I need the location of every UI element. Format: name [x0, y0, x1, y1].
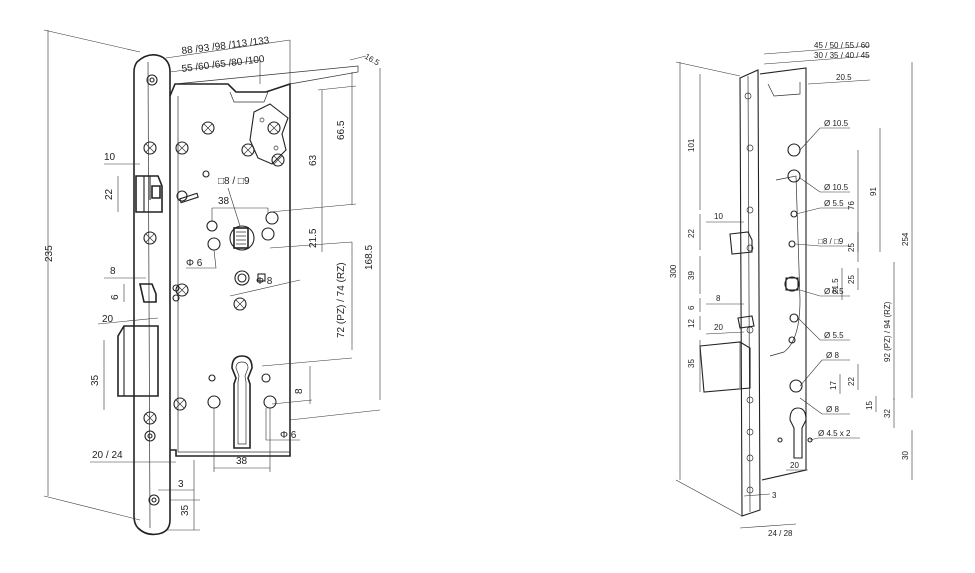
- dim-r-hole-a: Ø 10.5: [824, 119, 849, 128]
- dim-r-top-a: 45 / 50 / 55 / 60: [814, 41, 870, 50]
- left-trigger: [139, 283, 180, 303]
- dim-168-5: 168.5: [364, 245, 375, 270]
- dim-follower-square: □8 / □9: [218, 176, 250, 187]
- dim-r-17: 17: [829, 381, 838, 390]
- right-trigger: [737, 315, 755, 329]
- dim-r-101: 101: [687, 138, 696, 152]
- dim-r-20: 20: [714, 323, 723, 332]
- dim-r-91: 91: [869, 187, 878, 196]
- dim-38-top: 38: [218, 196, 230, 207]
- dim-r-hole-h: Ø 4.5 x 2: [818, 429, 851, 438]
- dim-r-8: 8: [716, 294, 721, 303]
- right-dimensions: 45 / 50 / 55 / 60 30 / 35 / 40 / 45 20.5…: [669, 41, 913, 538]
- dim-r-15: 15: [865, 401, 874, 410]
- dim-21-5: 21.5: [308, 228, 319, 248]
- right-latch: [729, 231, 753, 255]
- dim-pz-rz: 72 (PZ) / 74 (RZ): [336, 262, 347, 338]
- dim-r-6: 6: [687, 305, 696, 310]
- dim-r-24-28: 24 / 28: [768, 529, 793, 538]
- dim-r-32: 32: [883, 409, 892, 418]
- dim-r-top-b: 30 / 35 / 40 / 45: [814, 51, 870, 60]
- left-mechanism-plate: [249, 103, 289, 165]
- dim-r-20-bottom: 20: [790, 461, 799, 470]
- dim-r-21-5: 21.5: [831, 278, 840, 294]
- dim-faceplate-width: 20 / 24: [92, 450, 123, 461]
- dim-phi6-cyl: Φ 6: [280, 430, 297, 441]
- dim-r-12: 12: [687, 319, 696, 328]
- dim-r-follower: □8 / □9: [818, 237, 844, 246]
- dim-r-39: 39: [687, 271, 696, 280]
- dim-trigger-6: 6: [110, 294, 121, 300]
- right-case-body: [759, 67, 807, 481]
- left-latch: [135, 175, 163, 213]
- dim-backset-top: 88 /93 /98 /113 /133: [181, 35, 270, 57]
- dim-r-20-5: 20.5: [836, 73, 852, 82]
- dim-r-22: 22: [847, 377, 856, 386]
- dim-r-30: 30: [901, 451, 910, 460]
- dim-r-76: 76: [847, 201, 856, 210]
- dim-r-pz-rz: 92 (PZ) / 94 (RZ): [883, 301, 892, 362]
- right-faceplate-holes: [744, 92, 754, 494]
- dim-r-300: 300: [669, 264, 678, 278]
- dim-latch-10: 10: [104, 152, 116, 163]
- right-deadbolt: [699, 341, 751, 393]
- dim-bottom-35: 35: [180, 504, 191, 516]
- dim-r-35: 35: [687, 359, 696, 368]
- dim-phi6-left: Φ 6: [186, 258, 203, 269]
- left-deadbolt: [117, 325, 159, 397]
- left-faceplate-screws: [143, 74, 160, 506]
- left-case-body: [169, 82, 291, 457]
- dim-r-hole-d: Ø 8.5: [824, 287, 844, 296]
- dim-66-5: 66.5: [336, 120, 347, 140]
- right-lock-drawing: 45 / 50 / 55 / 60 30 / 35 / 40 / 45 20.5…: [669, 41, 913, 538]
- dim-bolt-35: 35: [90, 374, 101, 386]
- left-faceplate: [133, 54, 171, 536]
- dim-backset-bottom: 55 /60 /65 /80 /100: [181, 54, 266, 75]
- right-faceplate: [739, 69, 761, 517]
- dim-r-hole-e: Ø 5.5: [824, 331, 844, 340]
- dim-r-25b: 25: [847, 275, 856, 284]
- dim-bolt-20: 20: [102, 314, 114, 325]
- dim-r-latch-10: 10: [714, 212, 723, 221]
- dim-r-3: 3: [772, 491, 777, 500]
- dim-235: 235: [44, 245, 55, 262]
- dim-3: 3: [178, 479, 184, 490]
- dim-8: 8: [294, 388, 305, 394]
- left-follower: [206, 211, 279, 286]
- dim-trigger-8: 8: [110, 266, 116, 277]
- dim-r-latch-22: 22: [687, 229, 696, 238]
- dim-r-25a: 25: [847, 243, 856, 252]
- dim-38-bottom: 38: [236, 456, 248, 467]
- left-dimensions: 235 88 /93 /98 /113 /133 55 /60 /65 /80 …: [43, 29, 381, 531]
- left-lock-drawing: 235 88 /93 /98 /113 /133 55 /60 /65 /80 …: [43, 29, 381, 536]
- dim-r-hole-g: Ø 8: [826, 405, 839, 414]
- dim-r-254: 254: [901, 232, 910, 246]
- dim-latch-22: 22: [104, 188, 115, 200]
- dim-r-hole-c: Ø 5.5: [824, 199, 844, 208]
- dim-63: 63: [308, 154, 319, 166]
- dim-r-hole-b: Ø 10.5: [824, 183, 849, 192]
- dim-r-hole-f: Ø 8: [826, 351, 839, 360]
- dim-phi8: Φ 8: [256, 276, 273, 287]
- dim-16-5: 16.5: [363, 52, 381, 68]
- right-case-holes: [777, 143, 813, 459]
